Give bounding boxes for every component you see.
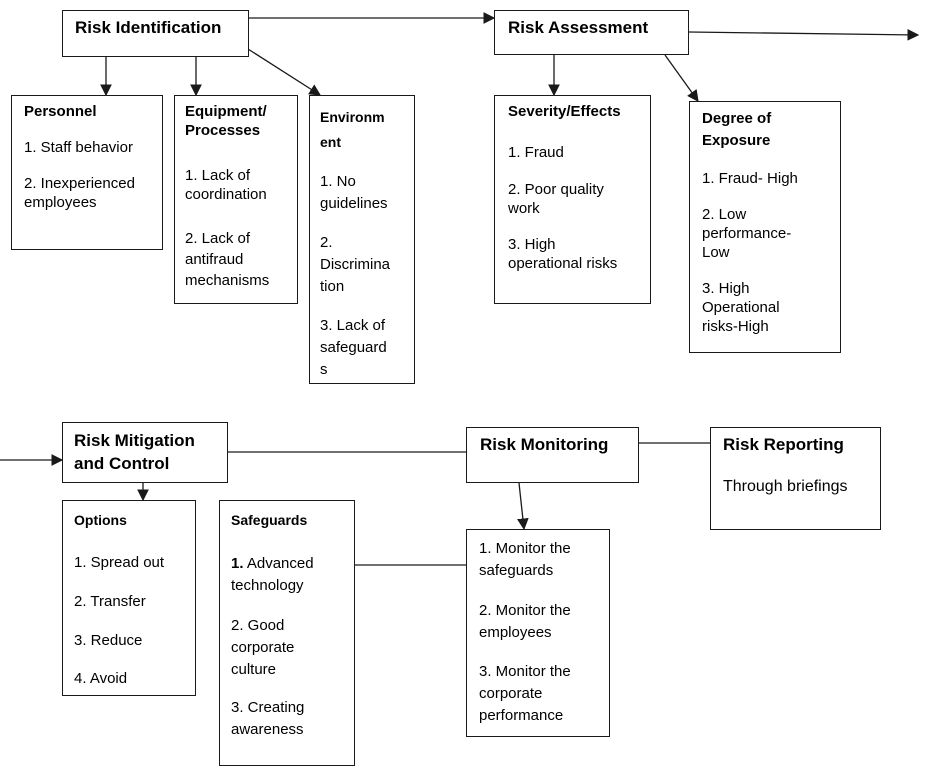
risk-monitoring-box: Risk Monitoring [466,427,639,483]
options-item-4: 4. Avoid [74,670,128,687]
options-item-3: 3. Reduce [74,632,143,649]
risk-assessment-title: Risk Assessment [508,18,649,37]
options-box: Options 1. Spread out 2. Transfer 3. Red… [62,500,196,696]
arrow-to-exposure [664,54,699,102]
risk-assessment-box: Risk Assessment [494,10,689,55]
personnel-box: Personnel 1. Staff behavior 2. Inexperie… [11,95,163,250]
personnel-item-1: 1. Staff behavior [24,139,133,156]
arrow-to-environment [247,48,321,96]
options-item-1: 1. Spread out [74,554,165,571]
risk-reporting-box: Risk Reporting Through briefings [710,427,881,530]
risk-reporting-text: Through briefings [723,478,848,495]
options-item-2: 2. Transfer [74,593,146,610]
severity-effects-box: Severity/Effects 1. Fraud 2. Poor qualit… [494,95,651,304]
severity-item-1: 1. Fraud [508,144,564,161]
options-title: Options [74,512,127,528]
arrow-assessment-out [688,29,920,41]
risk-identification-title: Risk Identification [75,18,222,37]
safeguards-title: Safeguards [231,512,308,528]
risk-identification-box: Risk Identification [62,10,249,57]
risk-monitoring-title: Risk Monitoring [480,435,609,454]
severity-effects-title: Severity/Effects [508,103,621,120]
equipment-processes-title: Equipment/Processes [185,103,267,139]
risk-reporting-title: Risk Reporting [723,435,844,454]
exposure-item-1: 1. Fraud- High [702,170,798,187]
arrow-to-monitor-list [517,482,529,531]
personnel-title: Personnel [24,103,97,120]
